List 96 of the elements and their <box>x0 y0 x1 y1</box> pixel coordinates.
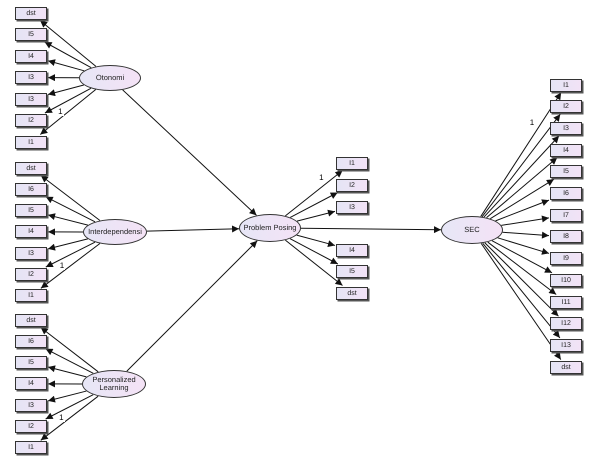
arrow <box>146 225 240 232</box>
indicator-box <box>550 144 582 157</box>
arrow <box>482 114 561 218</box>
indicator-box <box>550 187 582 200</box>
indicator-box <box>336 200 368 214</box>
arrow <box>122 89 258 216</box>
indicator-box <box>15 246 47 260</box>
arrow <box>48 365 87 378</box>
arrow <box>40 20 96 67</box>
indicator-box <box>15 377 47 390</box>
arrow <box>290 192 338 218</box>
arrow <box>40 89 96 135</box>
indicator-box <box>336 244 368 256</box>
indicator-box <box>15 268 47 281</box>
indicator-box <box>550 208 582 222</box>
indicator-box <box>550 230 582 244</box>
edge-label: 1 <box>57 107 64 116</box>
indicator-box <box>336 286 368 300</box>
indicator-box <box>15 420 47 433</box>
arrow <box>284 170 344 216</box>
indicator-box <box>15 28 47 41</box>
indicator-box <box>15 334 47 348</box>
indicator-box <box>15 162 47 174</box>
indicator-box <box>15 204 47 218</box>
indicator-box <box>550 122 582 135</box>
arrow <box>284 240 344 286</box>
arrow <box>492 240 552 274</box>
arrow <box>40 327 99 372</box>
indicator-box <box>15 136 47 148</box>
arrow <box>45 242 96 268</box>
arrow <box>48 84 84 96</box>
arrow <box>480 242 562 360</box>
arrow <box>500 216 550 226</box>
arrow <box>290 238 338 264</box>
arrow <box>40 175 100 222</box>
latent-variable-ellipse <box>239 214 301 242</box>
indicator-box <box>15 182 47 196</box>
arrow <box>48 238 88 251</box>
indicator-box <box>15 398 47 412</box>
indicator-box <box>15 289 47 302</box>
indicator-box <box>550 338 582 352</box>
indicator-box <box>15 314 47 326</box>
arrow <box>487 242 557 295</box>
arrow <box>480 92 562 218</box>
arrow <box>495 199 550 222</box>
latent-variable-ellipse <box>441 216 503 244</box>
arrow <box>483 135 560 218</box>
indicator-box <box>550 78 582 92</box>
arrow <box>300 226 442 234</box>
indicator-box <box>15 71 47 84</box>
arrow <box>44 42 92 68</box>
arrow <box>484 242 559 317</box>
indicator-box <box>15 441 47 454</box>
indicator-box <box>336 178 368 192</box>
indicator-box <box>15 6 47 20</box>
edge-label: 1 <box>528 118 536 128</box>
arrow <box>497 237 550 255</box>
arrow <box>482 242 560 338</box>
latent-variable-ellipse <box>83 219 147 245</box>
arrow <box>48 74 80 82</box>
arrow <box>48 228 84 236</box>
edge-label: 1 <box>318 172 325 182</box>
indicator-box <box>15 50 47 62</box>
edge-label: 1 <box>58 261 66 270</box>
indicator-box <box>336 156 368 170</box>
arrow <box>48 59 85 72</box>
arrow <box>48 380 82 388</box>
arrow <box>502 232 550 239</box>
arrow <box>296 210 336 222</box>
indicator-box <box>550 296 582 308</box>
indicator-box <box>550 274 582 287</box>
arrow <box>45 394 94 420</box>
indicator-box <box>15 92 47 106</box>
arrow <box>126 240 258 372</box>
indicator-box <box>336 265 368 278</box>
arrow <box>490 178 554 220</box>
arrow <box>44 88 92 114</box>
indicator-box <box>15 225 47 238</box>
edge-label: 1 <box>58 413 65 422</box>
indicator-box <box>550 165 582 178</box>
indicator-box <box>550 100 582 114</box>
indicator-box <box>550 317 582 330</box>
latent-variable-ellipse <box>79 65 141 91</box>
indicator-box <box>15 114 47 127</box>
latent-variable-ellipse <box>82 370 146 398</box>
arrow <box>45 196 96 222</box>
arrow <box>296 234 336 247</box>
arrow <box>45 348 94 374</box>
arrow <box>40 242 100 289</box>
arrow <box>40 396 99 441</box>
indicator-box <box>550 252 582 266</box>
arrow <box>48 213 88 226</box>
indicator-box <box>15 356 47 370</box>
arrow <box>48 390 87 403</box>
arrow <box>486 157 558 218</box>
indicator-box <box>550 360 582 374</box>
